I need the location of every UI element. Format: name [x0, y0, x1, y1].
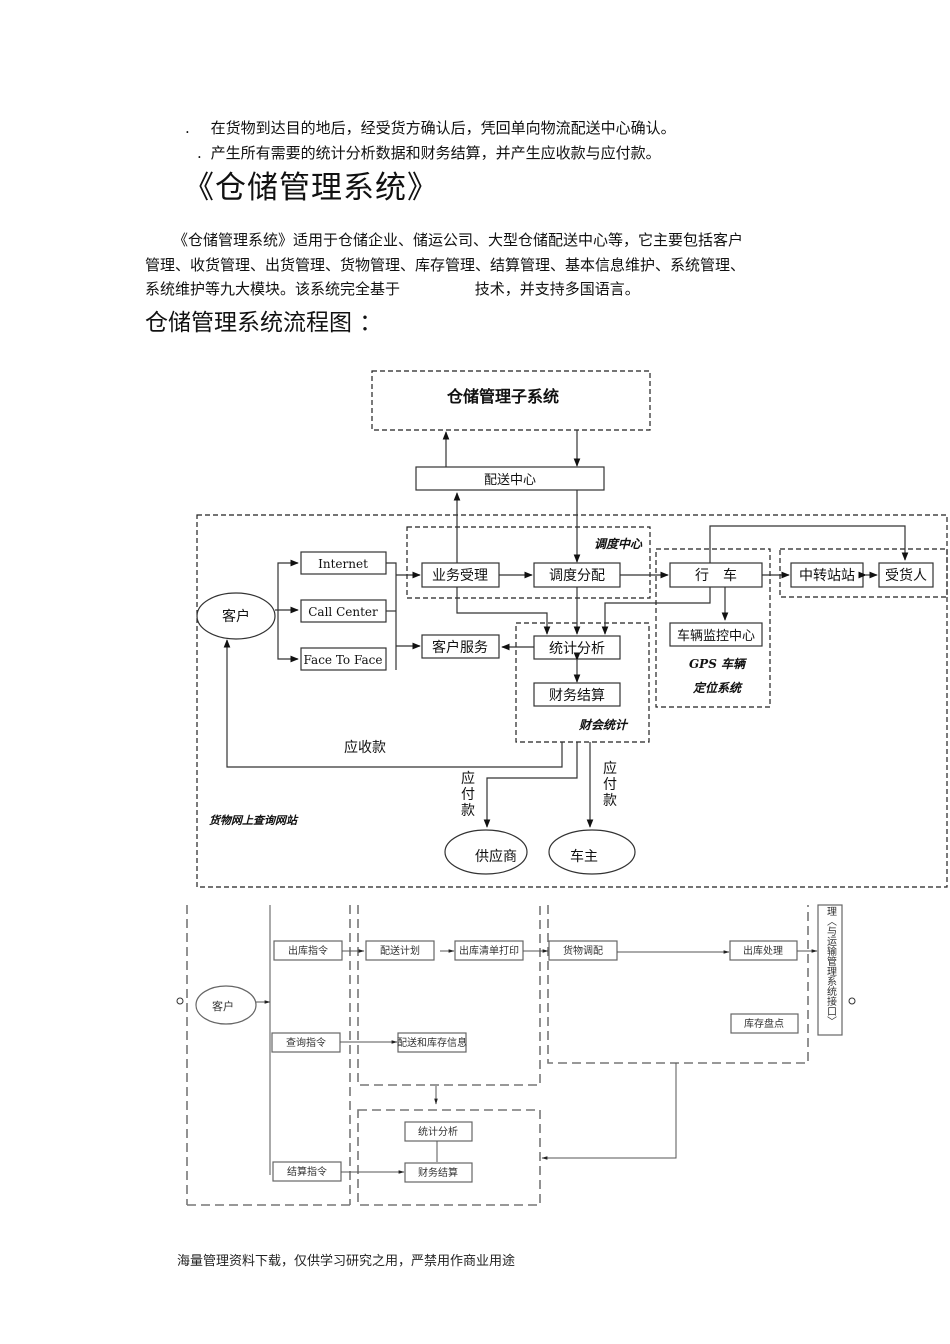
transfer-station-label: 中转站站: [799, 568, 855, 584]
start-marker: [176, 997, 184, 1005]
out-command-label: 出库指令: [288, 944, 328, 957]
document-title: 《仓储管理系统》: [183, 170, 439, 206]
arrow-vehicle-to-stats: [601, 587, 711, 635]
intro-line-2: 管理、收货管理、出货管理、货物管理、库存管理、结算管理、基本信息维护、系统管理、: [145, 256, 746, 274]
distribution-center-label: 配送中心: [484, 473, 536, 488]
interface-label: 理〈与运输管理系统接口〉: [825, 906, 837, 1026]
bullet-2: . 产生所有需要的统计分析数据和财务结算，并产生应收款与应付款。: [197, 141, 661, 166]
d2-finance-settle-label: 财务结算: [418, 1166, 458, 1179]
dispatch-center-label: 调度中心: [594, 537, 643, 551]
business-accept-label: 业务受理: [432, 568, 488, 584]
flow-heading: 仓储管理系统流程图 ：: [145, 310, 383, 336]
intro-line-3: 系统维护等九大模块。该系统完全基于 技术，并支持多国语言。: [145, 277, 640, 302]
channel-facetoface-box: [300, 647, 387, 671]
transfer-station-box: [790, 562, 864, 588]
arrow-accept-to-stats: [456, 587, 551, 635]
channel-facetoface-label: Face To Face: [304, 653, 383, 667]
channel-callcenter-label: Call Center: [308, 605, 378, 619]
finance-settle-box: [533, 682, 621, 707]
flowchart-outbound: 客户 出库指令 查询指令 结算指令 配送计划 出库清单打印 货物调配 出库处理 …: [176, 904, 856, 1206]
supplier-node: [444, 829, 528, 875]
stat-analysis-label: 统计分析: [549, 641, 605, 657]
consignee-box: [878, 562, 934, 588]
delivery-inventory-info-label: 配送和库存信息: [397, 1036, 467, 1049]
customer-node: [196, 592, 276, 640]
d2-stat-analysis-box: [404, 1121, 473, 1142]
lane-finance-region: [357, 1109, 541, 1206]
delivery-plan-label: 配送计划: [380, 944, 420, 957]
arrow-payable-supplier: [483, 742, 578, 828]
vehicle-owner-node: [548, 829, 636, 875]
d2-arrow-goods-to-finance: [541, 1063, 677, 1160]
bullet-1: . 在货物到达目的地后，经受货方确认后，凭回单向物流配送中心确认。: [185, 116, 676, 141]
customer-service-label: 客户服务: [432, 639, 488, 656]
vehicle-box: [669, 562, 763, 588]
out-list-print-label: 出库清单打印: [459, 944, 519, 957]
vehicle-monitor-box: [669, 622, 763, 647]
consignee-region: [779, 548, 948, 598]
consignee-label: 受货人: [885, 567, 927, 584]
arrow-to-internet: [277, 559, 299, 610]
delivery-inventory-info-box: [397, 1032, 467, 1053]
finance-stats-label: 财会统计: [578, 718, 629, 732]
distribution-center-box: [415, 466, 605, 491]
arrow-vehicle-to-consignee: [709, 525, 909, 563]
finance-stats-region: [515, 622, 650, 743]
bullet-marker: .: [185, 119, 190, 137]
website-region: [196, 514, 948, 888]
customer-service-box: [421, 634, 500, 659]
lane-plan-region: [357, 905, 541, 1086]
footer-note: 海量管理资料下载，仅供学习研究之用，严禁用作商业用途: [177, 1254, 516, 1269]
out-processing-label: 出库处理: [743, 944, 783, 957]
intro-line-3-tail: 技术，并支持多国语言。: [474, 280, 640, 298]
warehouse-subsystem-label: 仓储管理子系统: [446, 387, 559, 406]
settle-command-label: 结算指令: [287, 1165, 327, 1178]
goods-allocation-box: [548, 940, 618, 961]
arrow-to-facetoface: [277, 610, 299, 663]
dispatch-assign-label: 调度分配: [549, 568, 605, 584]
bullet-marker: .: [197, 144, 202, 162]
intro-line-1: 《仓储管理系统》适用于仓储企业、储运公司、大型仓储配送中心等，它主要包括客户: [173, 231, 744, 249]
goods-allocation-label: 货物调配: [563, 944, 603, 957]
dispatch-center-region: [406, 526, 651, 599]
d2-finance-settle-box: [404, 1162, 473, 1183]
end-marker: [848, 997, 856, 1005]
lane-goods-region: [547, 905, 809, 1064]
website-label: 货物网上查询网站: [209, 814, 299, 827]
customer-label: 客户: [222, 608, 250, 625]
d2-stat-analysis-label: 统计分析: [418, 1125, 458, 1138]
inventory-check-label: 库存盘点: [744, 1017, 784, 1030]
bullet-text: 产生所有需要的统计分析数据和财务结算，并产生应收款与应付款。: [210, 144, 661, 162]
finance-settle-label: 财务结算: [549, 688, 605, 704]
gps-label-1: GPS 车辆: [689, 657, 748, 671]
arrow-receivable-to-customer: [223, 639, 563, 768]
flowchart-main: 仓储管理子系统 配送中心 调度中心 财会统计 GPS 车辆 定位系统 客户 In…: [196, 370, 948, 888]
payable-label-supplier: 应付款: [461, 770, 475, 819]
vehicle-owner-label: 车主: [570, 848, 598, 865]
gps-label-2: 定位系统: [692, 681, 743, 695]
inventory-check-box: [730, 1013, 799, 1034]
vehicle-label: 行 车: [695, 567, 737, 584]
channel-internet-label: Internet: [318, 557, 368, 571]
payable-label-owner: 应付款: [603, 760, 617, 809]
gps-region: [655, 548, 771, 708]
query-command-label: 查询指令: [286, 1036, 326, 1049]
d2-customer-node: [195, 985, 257, 1025]
channel-merge-line: [386, 562, 397, 670]
supplier-label: 供应商: [475, 848, 517, 865]
payable-supplier-char: 应: [461, 770, 475, 787]
bullet-text: 在货物到达目的地后，经受货方确认后，凭回单向物流配送中心确认。: [210, 119, 676, 137]
d2-customer-label: 客户: [212, 999, 234, 1013]
receivable-label: 应收款: [344, 739, 386, 756]
warehouse-subsystem-box: [371, 370, 651, 431]
delivery-plan-box: [365, 940, 435, 961]
interface-box: [817, 904, 843, 1036]
intro-line-3-text: 系统维护等九大模块。该系统完全基于: [145, 280, 401, 298]
vehicle-monitor-label: 车辆监控中心: [677, 628, 755, 644]
